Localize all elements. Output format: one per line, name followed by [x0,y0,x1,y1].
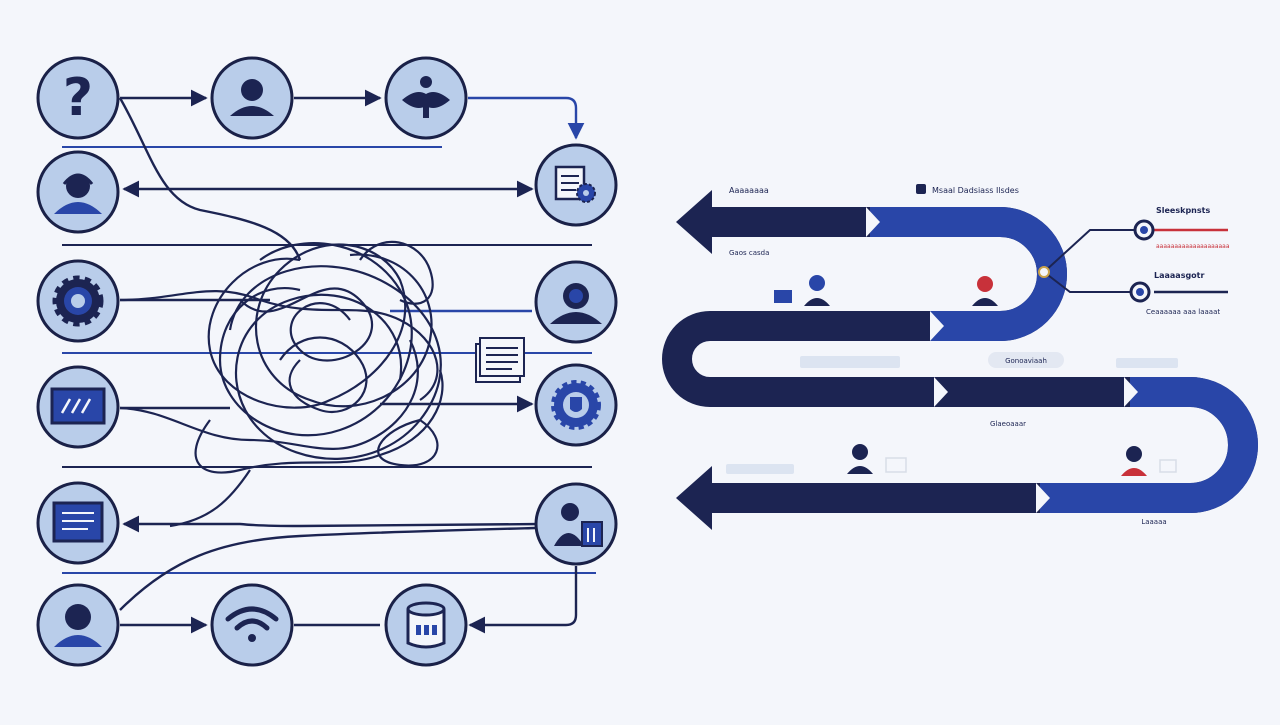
label-top-center: Msaal Dadsiass Ilsdes [932,186,1019,195]
node-presenter[interactable] [534,482,618,566]
node-wifi[interactable] [210,583,294,667]
placeholder-bar [1116,358,1178,368]
placeholder-bar [800,356,900,368]
label-branch-2-sub: Ceaaaaaa aaa laaaat [1146,308,1220,316]
node-document-gear[interactable] [534,143,618,227]
person-icon [972,276,998,306]
arrow-connector [122,515,541,533]
node-database[interactable] [384,583,468,667]
node-question[interactable]: ? [36,56,120,140]
node-handshake[interactable] [384,56,468,140]
road-highlight [1040,377,1258,513]
label-top-left: Aaaaaaaa [729,186,769,195]
label-lower-center: Glaeoaaar [990,420,1026,428]
road-arrowhead-top [676,190,712,254]
branch-node-2[interactable] [1129,281,1151,303]
node-agent[interactable] [36,150,120,234]
node-person-1[interactable] [210,56,294,140]
curve-connector [118,97,302,261]
node-user[interactable] [36,583,120,667]
node-form[interactable] [36,481,120,565]
node-support[interactable] [534,260,618,344]
arrow-connector [468,96,585,140]
gear-shield-icon [551,380,601,430]
label-branch-1: Sleeskpnsts [1156,206,1210,215]
document-gear-icon [554,165,596,203]
form-screen-icon [52,501,104,543]
branch-node-1[interactable] [1133,219,1155,241]
label-pill [988,352,1064,368]
label-bottom-right: Laaaaa [1141,518,1166,526]
road-chevron [1036,483,1050,513]
road-chevron [1124,377,1138,407]
gear-icon [52,275,104,327]
road-highlight [870,207,1067,341]
connectors [118,89,585,634]
label-branch-1-sub: aaaaaaaaaaaaaaaaaaaa [1156,243,1230,250]
label-branch-2: Laaaasgotr [1154,271,1205,280]
placeholder-bar [726,464,794,474]
document-stack-icon [475,337,525,383]
person-icon [1121,446,1177,476]
chart-screen-icon [50,387,106,425]
curve-connector [119,526,537,611]
person-icon [847,444,907,474]
node-gear-shield[interactable] [534,363,618,447]
arrow-connector [468,566,578,634]
database-icon [406,601,446,649]
support-person-icon [550,283,602,324]
guide-lines [62,146,596,574]
wifi-icon [225,606,279,642]
person-at-laptop-icon [774,275,830,306]
road-chevron [930,311,944,341]
tangled-lines [119,240,444,528]
presenter-icon [554,503,603,547]
node-chart[interactable] [36,365,120,449]
label-middle: Gonoaviaah [1005,357,1047,365]
label-left-small: Gaos casda [729,249,769,257]
road-arrowhead-bottom [676,466,712,530]
person-icon [230,79,274,116]
road-chevron [934,377,948,407]
handshake-icon [402,76,450,118]
node-settings[interactable] [36,259,120,343]
legend-square [916,184,926,194]
user-icon [54,604,102,647]
question-mark-icon: ? [63,68,93,128]
headset-person-icon [54,173,102,214]
branches [1043,228,1228,294]
road-chevron [866,207,880,237]
branch-junction [1038,266,1050,278]
